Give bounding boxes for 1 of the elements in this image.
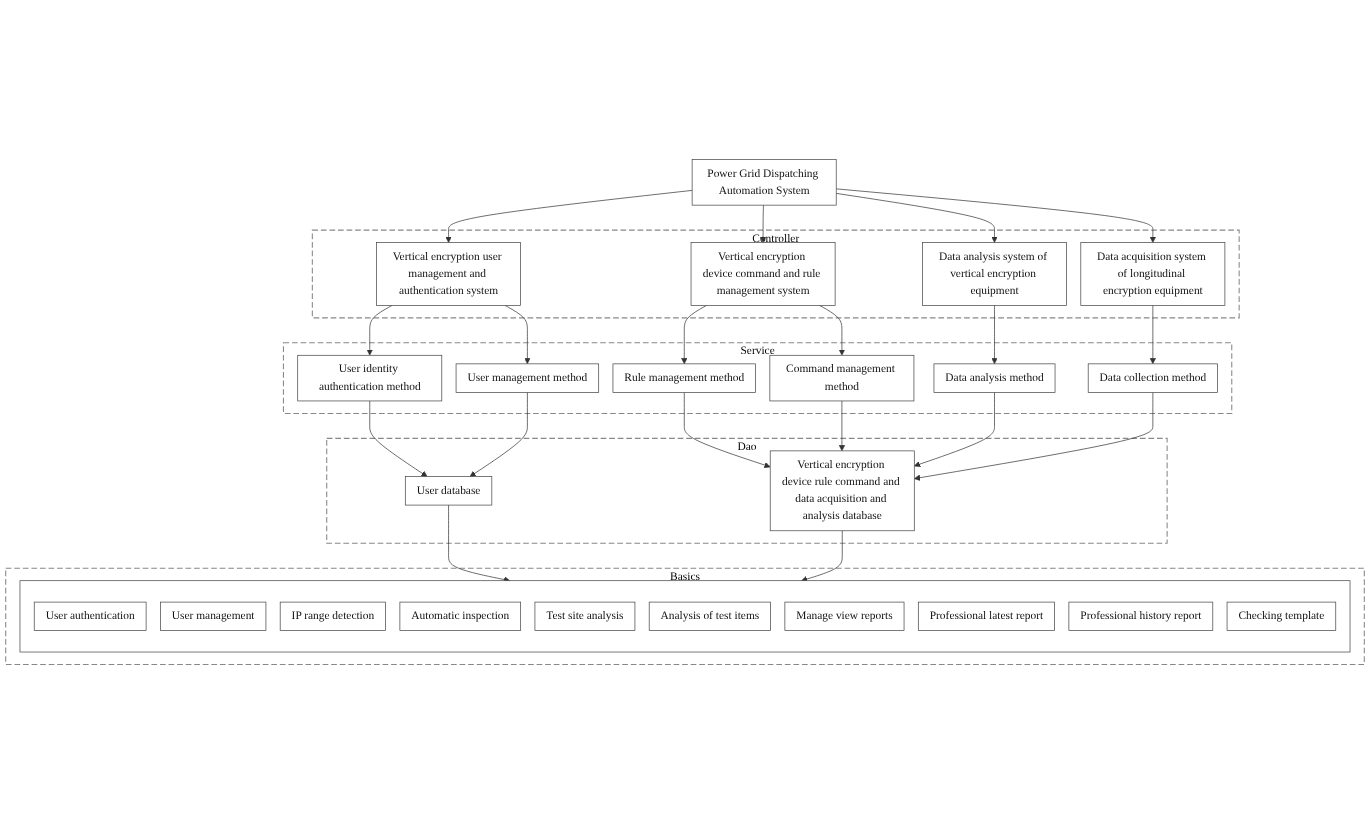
cluster: [19, 580, 1351, 653]
